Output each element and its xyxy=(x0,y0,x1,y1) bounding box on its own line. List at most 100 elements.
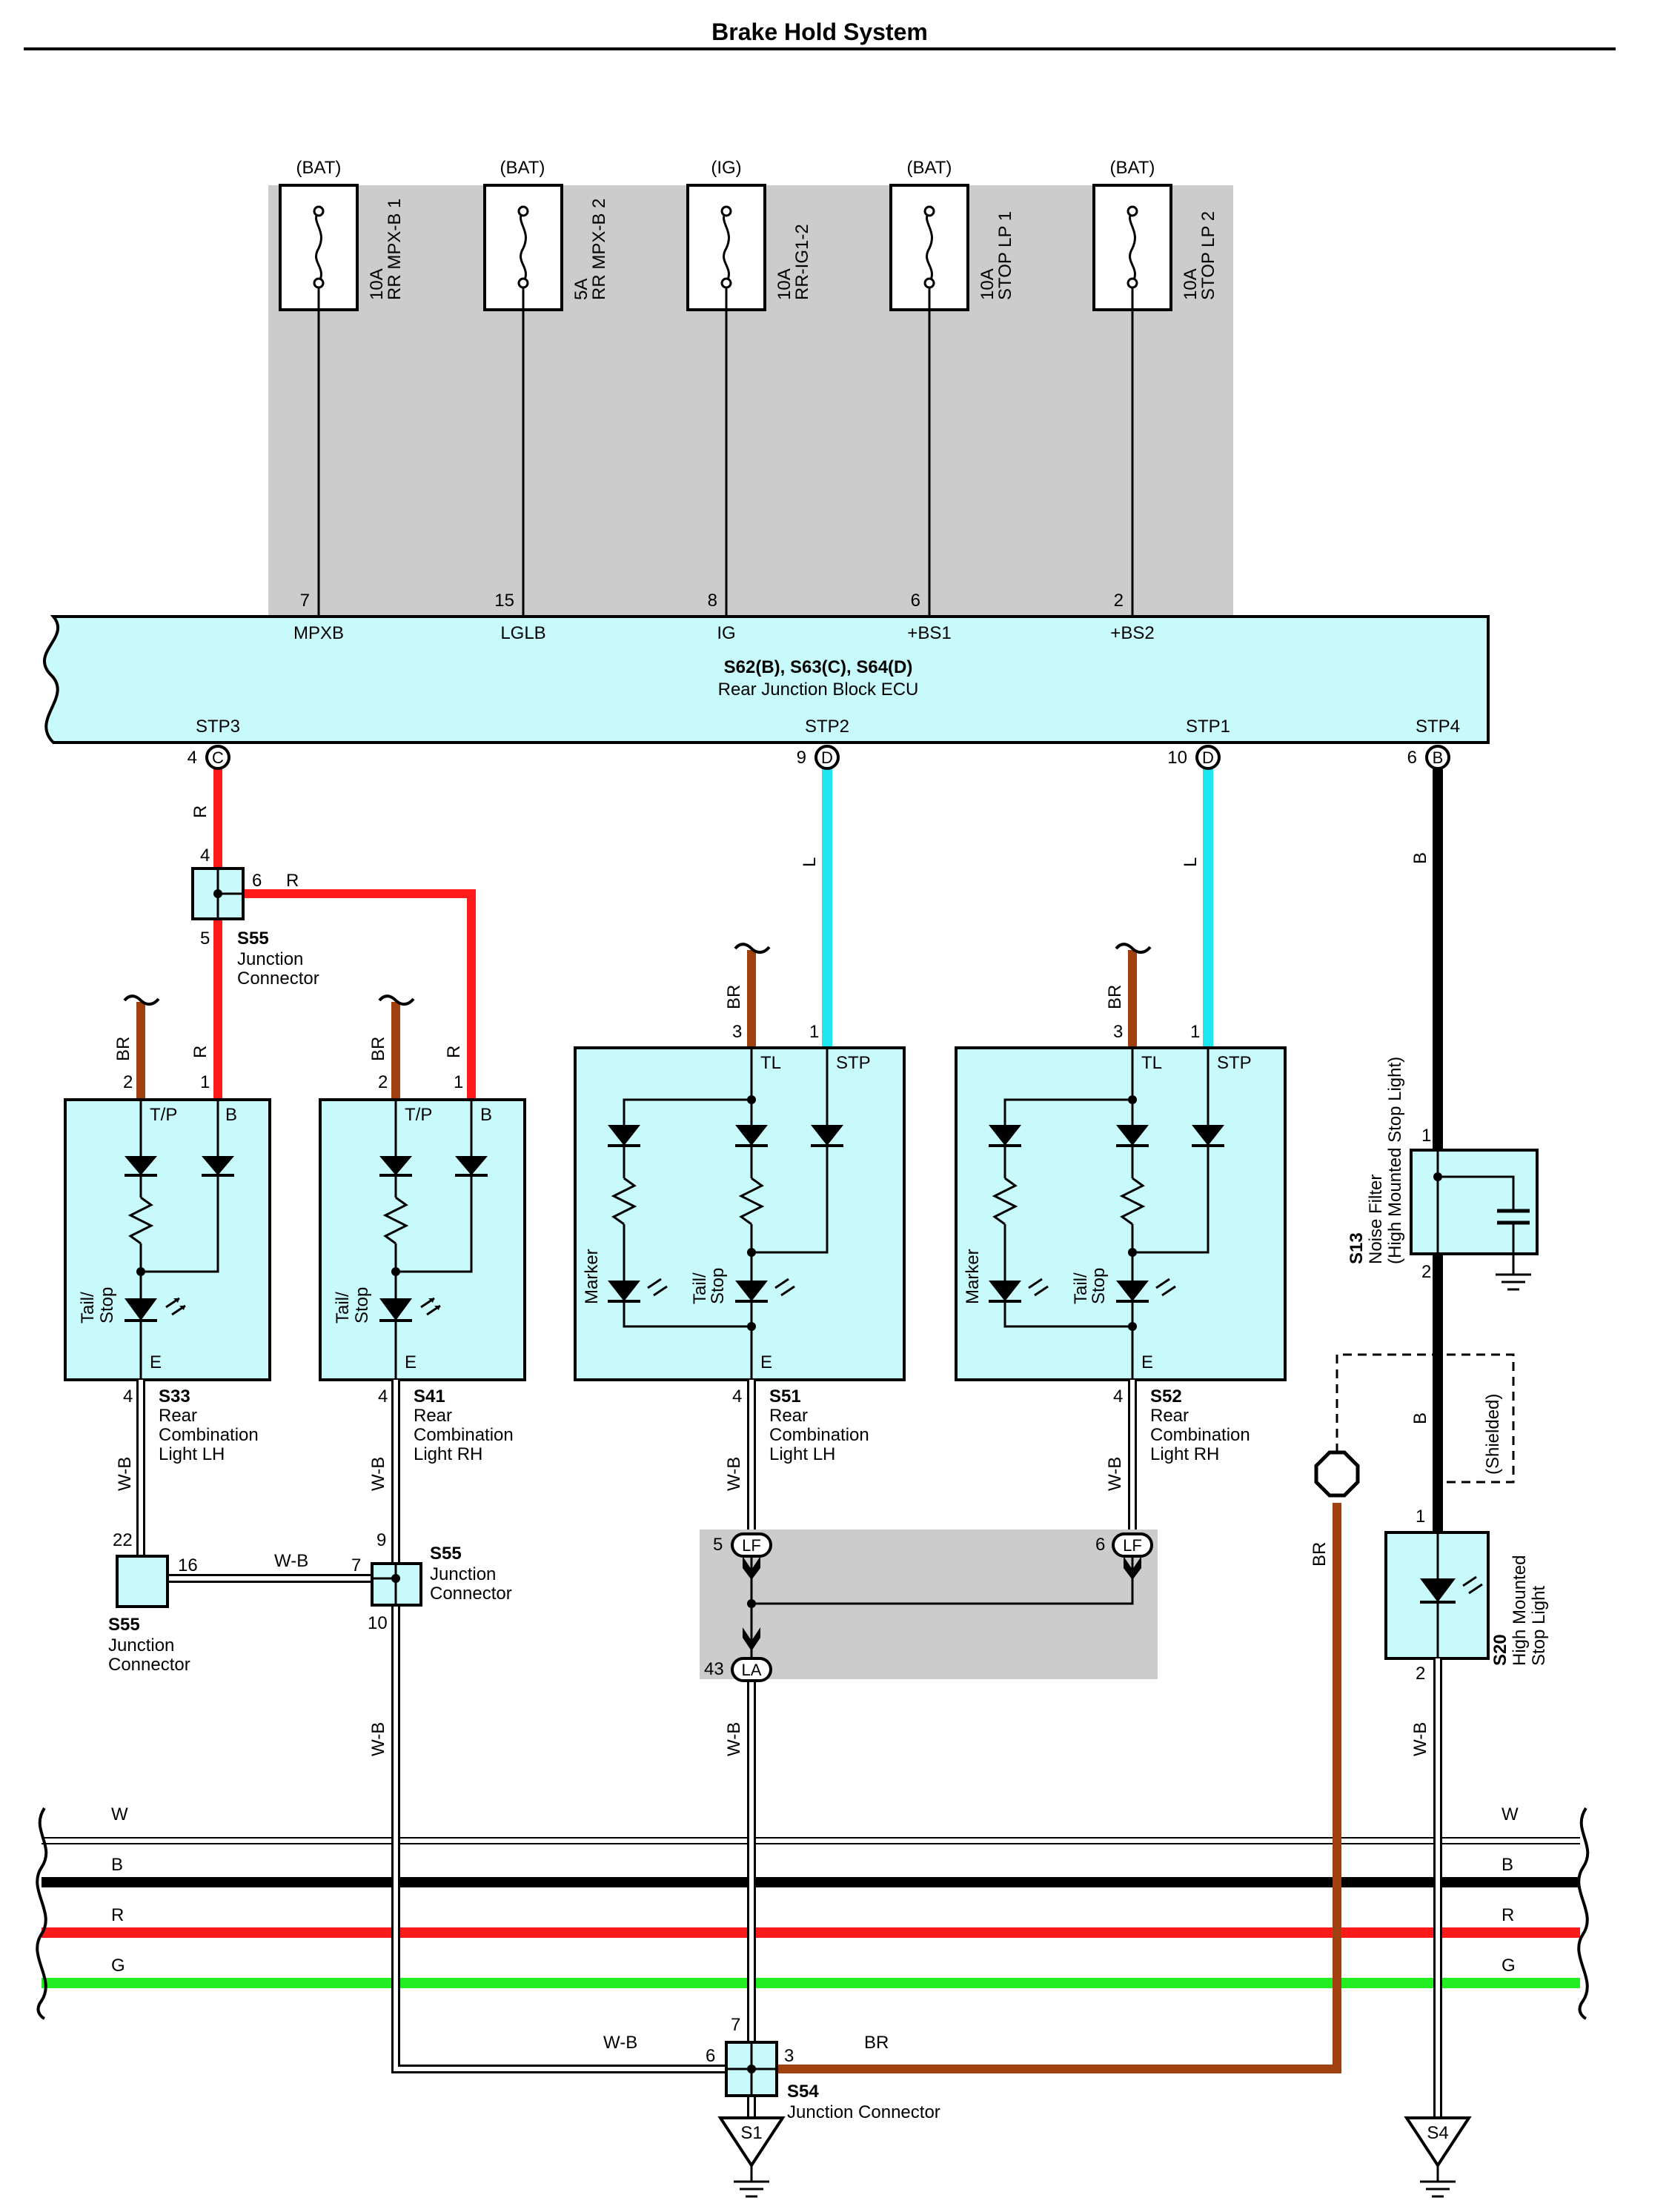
component-id: S52 xyxy=(1150,1386,1182,1406)
diode-triangle xyxy=(455,1156,488,1175)
node xyxy=(747,1322,756,1331)
wire-label: B xyxy=(1410,1412,1430,1424)
fuse-pin: 6 xyxy=(911,591,920,611)
shielded-label: (Shielded) xyxy=(1483,1394,1503,1475)
pin: 43 xyxy=(704,1659,724,1679)
light-circuit xyxy=(992,1048,1210,1380)
ecu-terminal-stp1: STP1 xyxy=(1186,717,1230,737)
lf-connector xyxy=(731,1532,772,1558)
wire-label: BR xyxy=(113,1037,133,1061)
tilde-icon xyxy=(734,943,771,954)
ecu-terminal-mpxb: MPXB xyxy=(293,623,344,643)
s41-rear-combination-light-rh: 2 1 T/P B Tail/ Stop E xyxy=(319,1072,526,1464)
fuse-source: (IG) xyxy=(711,158,741,178)
component-desc: Combination xyxy=(414,1425,514,1445)
lamp-label: Stop xyxy=(97,1287,117,1323)
resistor-icon xyxy=(1119,1177,1146,1226)
bus-label: W xyxy=(1502,1804,1519,1824)
led-icon xyxy=(125,1297,186,1322)
diode-icon xyxy=(125,1156,157,1177)
bus-label: R xyxy=(111,1905,124,1925)
s55-junction-top: 4 6 5 S55 Junction Connector xyxy=(191,846,319,989)
node xyxy=(747,1095,756,1104)
pin: 4 xyxy=(1113,1386,1123,1406)
component-desc: Junction xyxy=(237,949,303,969)
terminal: TL xyxy=(760,1053,781,1073)
diode-icon xyxy=(455,1156,488,1177)
component-desc: Rear xyxy=(414,1406,452,1426)
lamp-label: Marker xyxy=(963,1249,983,1304)
node xyxy=(136,1267,145,1276)
fuse-stop-lp1: (BAT) 10A STOP LP 1 6 xyxy=(889,158,1015,617)
trace xyxy=(751,1146,829,1254)
wire-label: BR xyxy=(864,2033,889,2053)
pin: 6 xyxy=(252,871,262,891)
led-triangle xyxy=(1116,1281,1149,1301)
fuse-rr-mpx-b2: (BAT) 5A RR MPX-B 2 15 xyxy=(483,158,609,617)
terminal: E xyxy=(150,1352,162,1372)
component-desc: Rear xyxy=(159,1406,197,1426)
light-body xyxy=(955,1046,1287,1381)
component-id: S20 xyxy=(1490,1634,1510,1666)
bus-lines: W B R G W B R G xyxy=(36,1804,1590,2020)
wb-wires xyxy=(136,1380,1442,2118)
lamp-label: Tail/ xyxy=(690,1272,710,1304)
fuse-name: RR MPX-B 1 xyxy=(385,199,405,300)
led-icon xyxy=(735,1278,795,1303)
pin: 3 xyxy=(1113,1022,1123,1042)
pin: 16 xyxy=(178,1555,198,1575)
lamp-label: Stop xyxy=(1089,1268,1109,1304)
wire-fill xyxy=(394,1605,726,2071)
pin: 2 xyxy=(1416,1664,1425,1684)
wire-label: W-B xyxy=(724,1722,744,1756)
fuse-pin: 2 xyxy=(1114,591,1124,611)
pin: 4 xyxy=(200,846,210,866)
component-id: S33 xyxy=(159,1386,190,1406)
component-desc: Combination xyxy=(1150,1425,1250,1445)
wb-wire xyxy=(391,1605,726,2073)
diode-icon xyxy=(608,1125,640,1147)
terminal: T/P xyxy=(405,1105,432,1125)
fuse-node xyxy=(720,277,732,289)
fuse-pin: 7 xyxy=(300,591,310,611)
fuse-element-icon xyxy=(926,210,933,284)
diode-triangle xyxy=(379,1156,412,1175)
pin: 2 xyxy=(378,1072,388,1092)
diode-icon xyxy=(1192,1125,1224,1147)
connector-pin: 10 xyxy=(1167,748,1187,768)
trace xyxy=(141,1175,219,1273)
pin: 1 xyxy=(1190,1022,1200,1042)
fuse-node xyxy=(517,205,529,217)
fuse-node xyxy=(313,205,325,217)
fuse-element-icon xyxy=(315,210,322,284)
lamp-label: Tail/ xyxy=(333,1292,353,1323)
pin: 3 xyxy=(784,2046,794,2066)
ecu-terminal-stp2: STP2 xyxy=(805,717,849,737)
wire-label: W-B xyxy=(368,1722,388,1756)
fuse-element-icon xyxy=(520,210,527,284)
pin: 4 xyxy=(123,1386,133,1406)
node xyxy=(747,1248,756,1257)
ecu-name: Rear Junction Block ECU xyxy=(718,680,919,700)
la-connector xyxy=(731,1657,772,1682)
connector-letter: C xyxy=(212,748,224,767)
s52-rear-combination-light-rh: 3 1 TL STP xyxy=(955,1022,1287,1464)
arrow-icon xyxy=(743,1556,760,1580)
bus-label: G xyxy=(111,1956,125,1976)
arrow-icon xyxy=(1124,1556,1141,1580)
pin: 6 xyxy=(1095,1535,1105,1555)
wire-label: R xyxy=(190,1046,210,1058)
ground-triangle-icon xyxy=(1404,2116,1472,2168)
pin: 3 xyxy=(732,1022,742,1042)
resistor-icon xyxy=(611,1177,637,1226)
fuse-amp: 5A xyxy=(571,279,591,300)
wire-label: BR xyxy=(368,1037,388,1061)
connector-letter: B xyxy=(1433,748,1444,767)
diode-icon xyxy=(735,1125,768,1147)
pin: 1 xyxy=(809,1022,819,1042)
component-desc: Light LH xyxy=(769,1444,835,1464)
ecu-terminal-ig: IG xyxy=(717,623,735,643)
diode-triangle xyxy=(202,1156,234,1175)
wire-label: W-B xyxy=(368,1457,388,1491)
